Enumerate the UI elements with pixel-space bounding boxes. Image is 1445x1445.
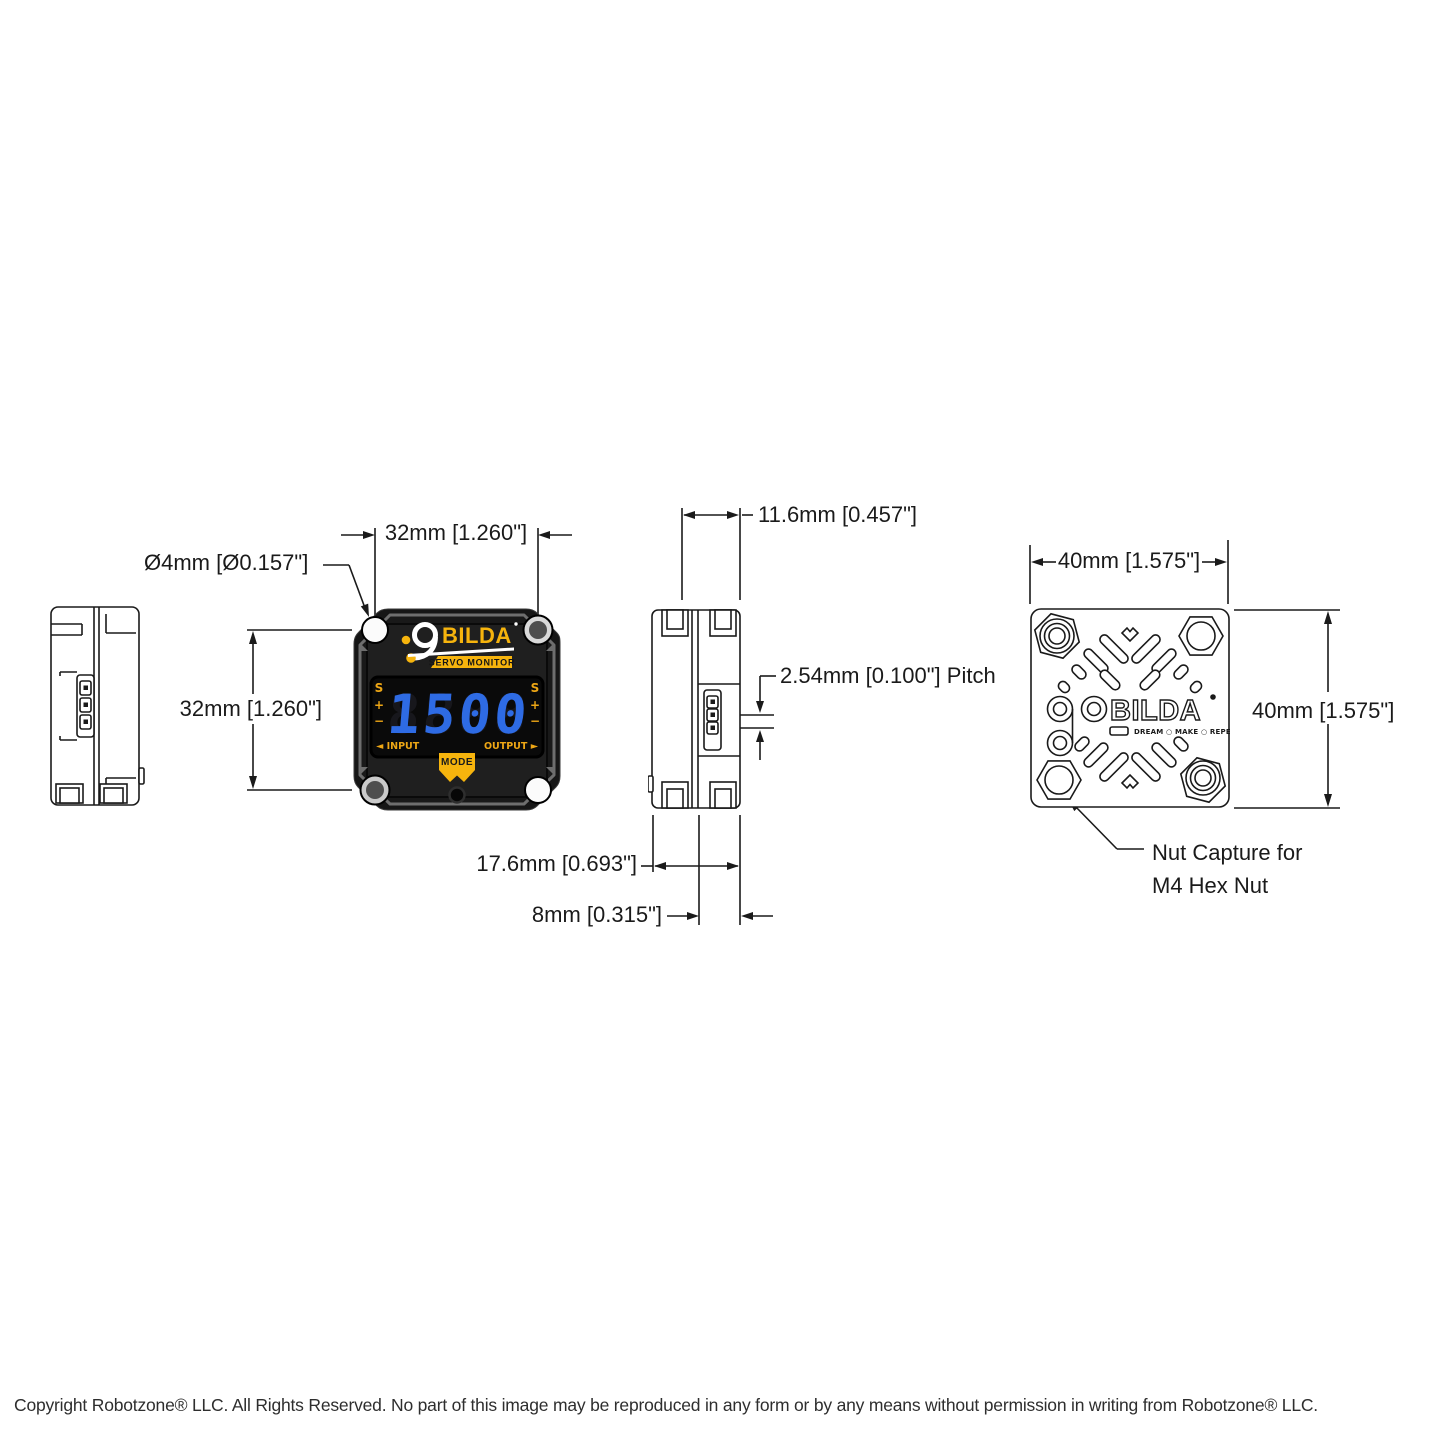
left-signal-minus: − [374, 714, 384, 728]
hex-nut-bl [366, 781, 384, 799]
logo-underline [408, 647, 514, 657]
nut-capture-tr [1178, 616, 1224, 656]
brand-text: BILDA [442, 623, 512, 648]
body-depth-dimension: 8mm [0.315"] [531, 902, 662, 927]
right-signal-s: S [531, 681, 540, 695]
display-unlit-segments: 8888 [385, 683, 533, 746]
front-bezel-depth-dimension: 11.6mm [0.457"] [758, 502, 918, 527]
back-logo: BILDA DREAM ○ MAKE ○ REPEAT [1046, 694, 1230, 757]
hole-diameter-dimension: Ø4mm [Ø0.157"] [144, 550, 309, 575]
front-view: BILDA SERVO MONITOR 8888 1500 S + − S + … [353, 608, 561, 811]
subtitle-banner [431, 656, 512, 668]
back-width-dimension: 40mm [1.575"] [1057, 548, 1201, 573]
left-signal-s: S [375, 681, 384, 695]
back-brand-text: BILDA [1110, 695, 1201, 727]
mounting-hole-br [524, 776, 552, 804]
copyright-notice: Copyright Robotzone® LLC. All Rights Res… [14, 1395, 1318, 1415]
right-signal-minus: − [530, 714, 540, 728]
mode-label: MODE [441, 757, 473, 768]
back-height-dimension: 40mm [1.575"] [1252, 698, 1395, 723]
front-width-dimension: 32mm [1.260"] [384, 520, 528, 545]
pin-pitch-dimension: 2.54mm [0.100"] Pitch [780, 663, 996, 688]
display-value: 1500 [385, 683, 533, 746]
nut-capture-tl [1033, 612, 1081, 660]
nut-capture-br [1179, 756, 1227, 804]
registered-mark-dot [514, 622, 518, 626]
back-view: BILDA DREAM ○ MAKE ○ REPEAT [1030, 608, 1230, 808]
nut-capture-note-line1: Nut Capture for [1152, 840, 1303, 865]
output-label: OUTPUT ► [484, 741, 539, 752]
back-tagline: DREAM ○ MAKE ○ REPEAT [1134, 728, 1230, 736]
mode-button [448, 786, 466, 804]
left-signal-plus: + [374, 698, 384, 712]
nut-capture-note-line2: M4 Hex Nut [1152, 873, 1269, 898]
left-side-view [50, 606, 145, 806]
input-label: ◄ INPUT [376, 741, 420, 752]
mode-tab [439, 753, 475, 782]
vent-pattern [1057, 626, 1203, 790]
hex-nut-tr [529, 621, 547, 639]
right-signal-plus: + [530, 698, 540, 712]
subtitle-text: SERVO MONITOR [429, 658, 516, 668]
nut-capture-bl [1036, 760, 1082, 800]
side-view [648, 609, 741, 809]
mounting-hole-tl [361, 616, 389, 644]
total-depth-dimension: 17.6mm [0.693"] [476, 851, 637, 876]
front-height-dimension: 32mm [1.260"] [179, 696, 322, 721]
